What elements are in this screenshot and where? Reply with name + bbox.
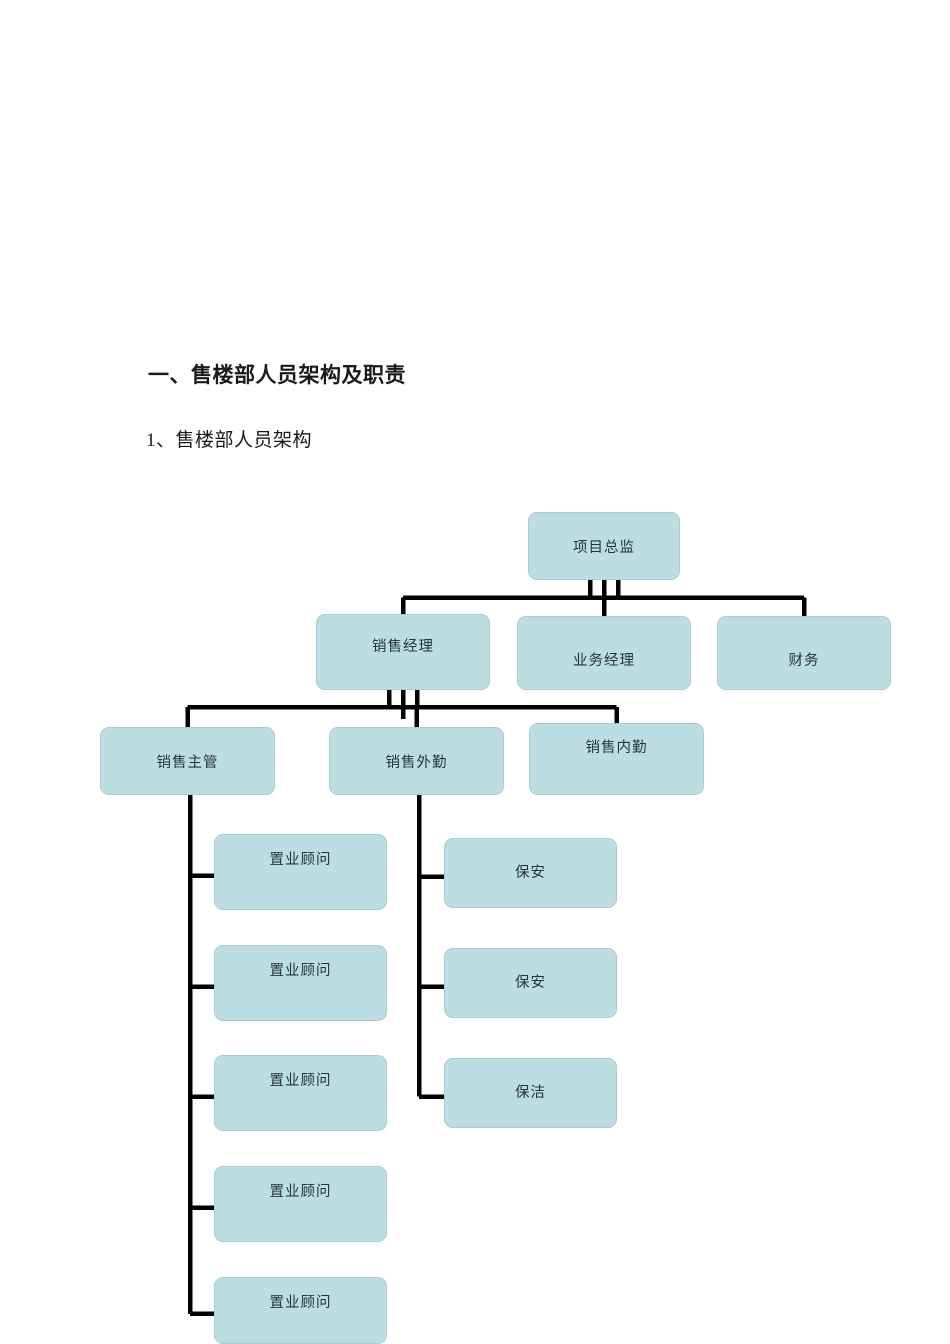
org-node-n12: 置业顾问 [214,1277,387,1344]
org-node-label: 置业顾问 [269,852,332,868]
org-node-label: 置业顾问 [269,963,332,979]
org-node-n3: 业务经理 [517,616,691,690]
org-node-label: 项目总监 [573,540,635,556]
org-node-label: 财务 [788,653,820,669]
org-node-label: 置业顾问 [269,1184,332,1200]
org-node-label: 保洁 [515,1085,546,1101]
org-node-n1: 项目总监 [528,512,680,580]
org-node-label: 销售经理 [372,639,434,655]
org-node-n6: 销售外勤 [329,727,504,795]
org-node-label: 销售主管 [156,755,219,771]
org-node-n2: 销售经理 [316,614,490,690]
org-node-n8: 置业顾问 [214,834,387,910]
page-heading-1: 一、售楼部人员架构及职责 [148,363,406,387]
org-node-label: 置业顾问 [269,1295,332,1311]
org-node-n7: 销售内勤 [529,723,704,795]
org-node-label: 销售外勤 [385,755,448,771]
page-heading-2: 1、售楼部人员架构 [146,430,313,451]
org-node-n11: 置业顾问 [214,1166,387,1242]
org-node-label: 置业顾问 [269,1073,332,1089]
org-node-n9: 置业顾问 [214,945,387,1021]
org-node-label: 销售内勤 [585,740,648,756]
org-node-n5: 销售主管 [100,727,275,795]
org-node-n4: 财务 [717,616,891,690]
org-node-label: 保安 [515,865,546,881]
org-node-n15: 保洁 [444,1058,617,1128]
org-node-n10: 置业顾问 [214,1055,387,1131]
org-node-n13: 保安 [444,838,617,908]
org-node-n14: 保安 [444,948,617,1018]
org-node-label: 保安 [515,975,546,991]
org-node-label: 业务经理 [573,653,635,669]
